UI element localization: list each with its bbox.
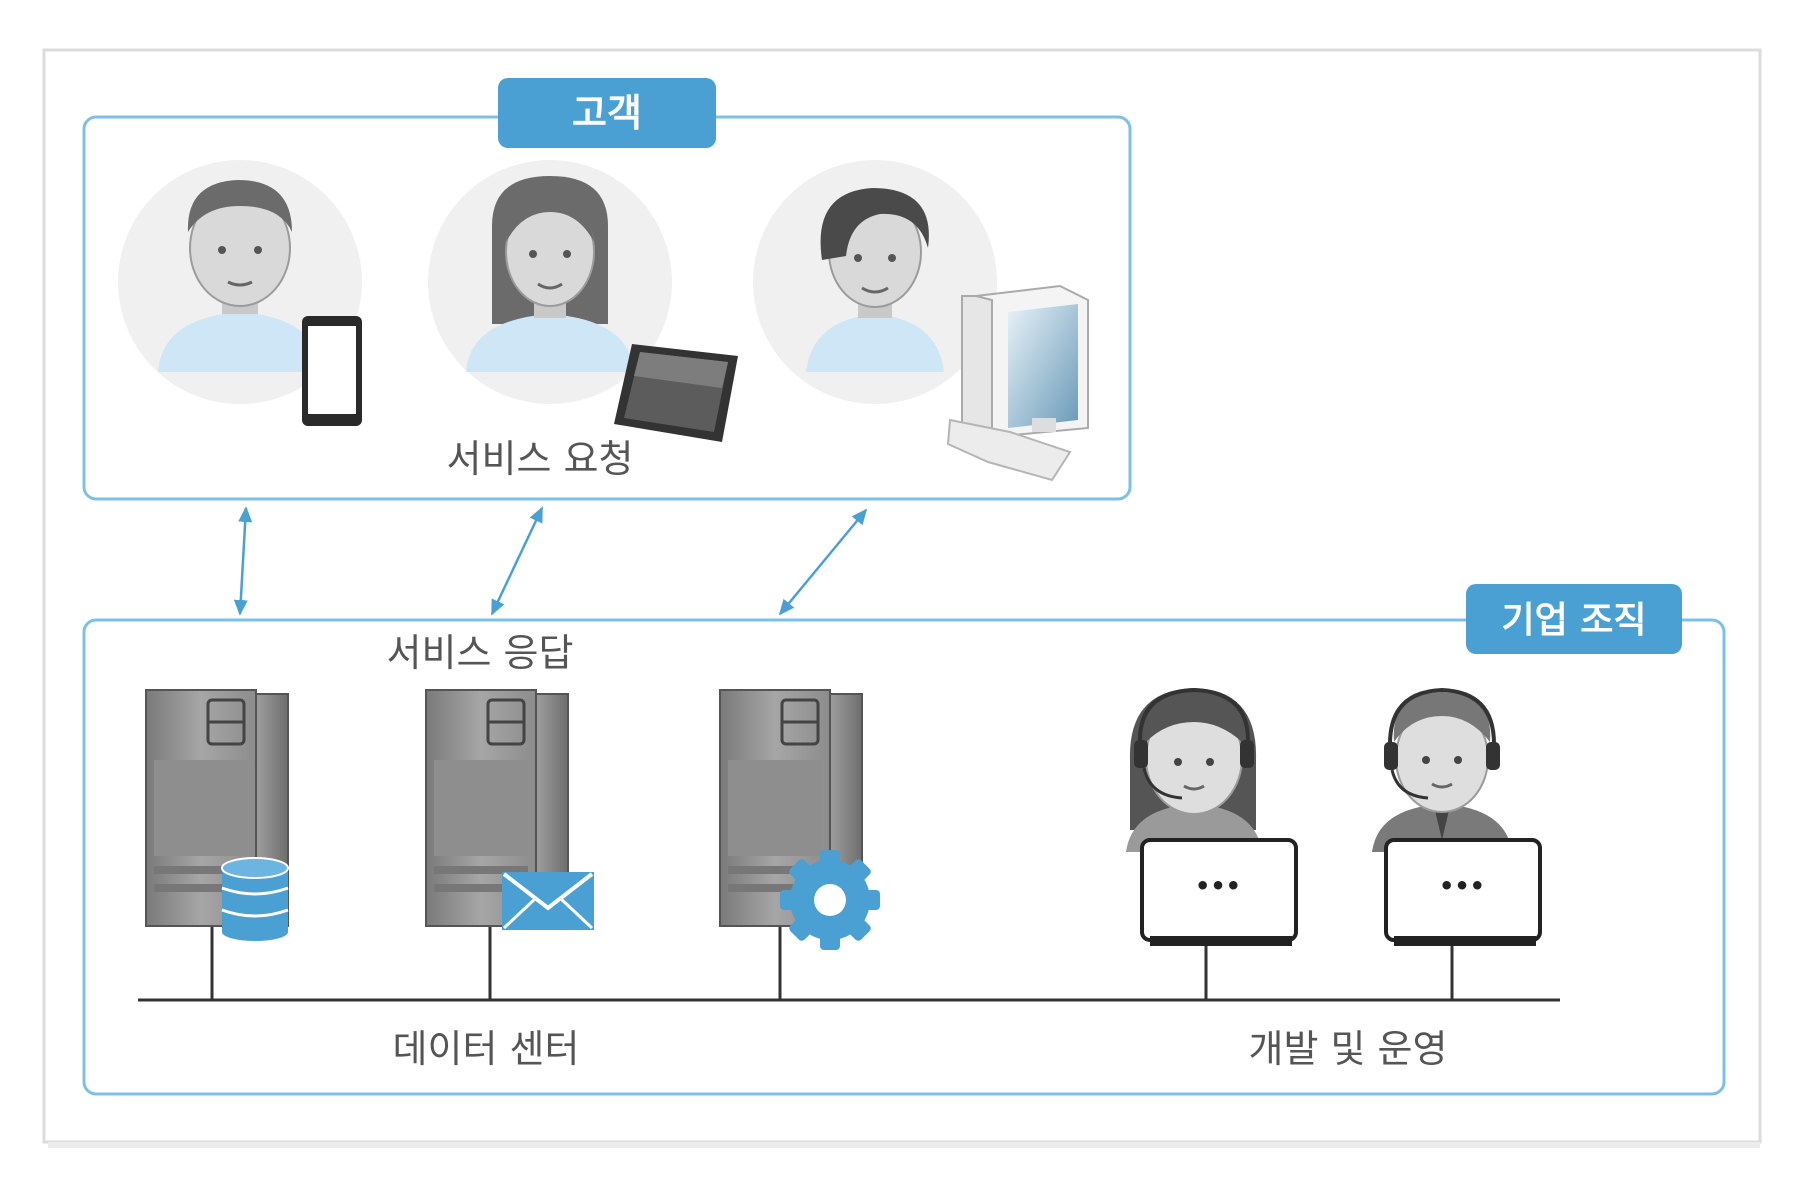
- datacenter-label: 데이터 센터: [393, 1027, 580, 1071]
- tablet-icon: [614, 344, 738, 442]
- smartphone-icon: [302, 316, 362, 426]
- enterprise-group: 기업 조직 서비스 응답: [82, 584, 1726, 1096]
- request-response-arrows: [233, 506, 868, 616]
- woman-short-hair-avatar-icon: [753, 160, 997, 404]
- laptop-screen-dots: •••: [1439, 872, 1485, 900]
- service-response-label: 서비스 응답: [387, 631, 574, 675]
- laptop-screen-dots: •••: [1195, 872, 1241, 900]
- laptop-icon: •••: [1384, 838, 1542, 946]
- laptop-icon: •••: [1140, 838, 1298, 946]
- female-support-agent-icon: [1126, 687, 1262, 852]
- service-request-label: 서비스 요청: [447, 437, 634, 481]
- customer-title: 고객: [572, 91, 642, 135]
- server-3: [719, 689, 863, 927]
- woman-avatar-icon: [428, 160, 672, 404]
- gear-icon: [780, 850, 880, 950]
- enterprise-title-tab: [1466, 584, 1682, 654]
- enterprise-group-box: [82, 618, 1726, 1096]
- customer-group: 고객: [82, 78, 1132, 501]
- devops-label: 개발 및 운영: [1249, 1027, 1448, 1071]
- desktop-computer-icon: [946, 284, 1089, 482]
- arrow-2: [490, 506, 544, 616]
- mail-icon: [502, 872, 594, 930]
- enterprise-title: 기업 조직: [1501, 600, 1646, 641]
- arrow-3: [778, 508, 868, 616]
- arrow-1: [233, 506, 253, 616]
- database-icon: [221, 857, 289, 941]
- man-avatar-icon: [118, 160, 362, 404]
- customer-title-tab: [498, 78, 716, 148]
